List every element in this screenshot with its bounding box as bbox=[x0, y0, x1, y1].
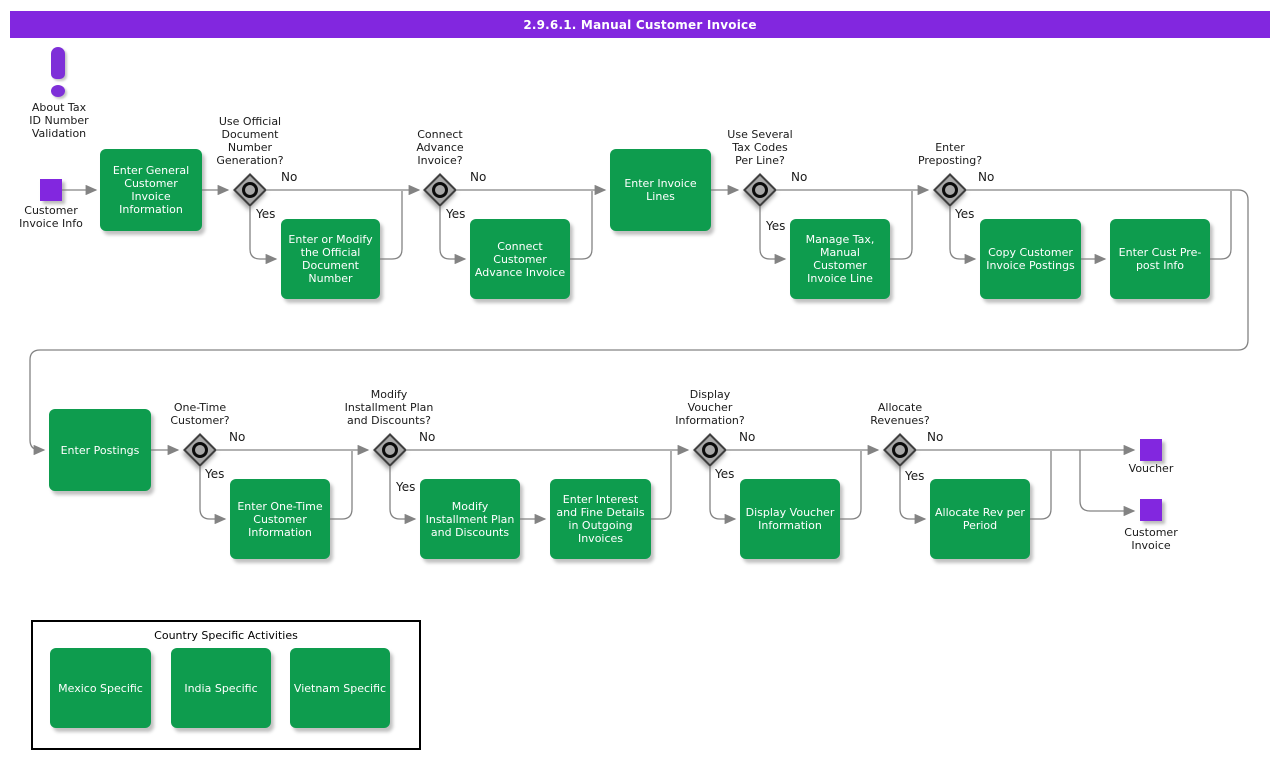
yes-label: Yes bbox=[955, 207, 975, 221]
connector bbox=[899, 467, 927, 525]
activity-enter-or-modify-official-document-number[interactable]: Enter or Modify the Official Document Nu… bbox=[281, 219, 380, 299]
connector bbox=[890, 191, 913, 260]
decision-question: Use Several Tax Codes Per Line? bbox=[727, 128, 793, 167]
exclamation-icon-dot[interactable] bbox=[51, 85, 65, 97]
decision-question: Modify Installment Plan and Discounts? bbox=[344, 388, 434, 427]
end-customer-invoice-node[interactable] bbox=[1140, 499, 1162, 521]
no-label: No bbox=[281, 170, 298, 184]
connector bbox=[1210, 191, 1232, 260]
decision-enter-preposting bbox=[933, 173, 967, 207]
no-label: No bbox=[927, 430, 944, 444]
end-customer-invoice-label: Customer Invoice bbox=[1124, 526, 1178, 552]
activity-enter-one-time-customer-information[interactable]: Enter One-Time Customer Information bbox=[230, 479, 330, 559]
activity-enter-interest-and-fine-details[interactable]: Enter Interest and Fine Details in Outgo… bbox=[550, 479, 651, 559]
yes-label: Yes bbox=[766, 219, 786, 233]
connector bbox=[570, 191, 593, 260]
decision-modify-installment-plan-and-discounts bbox=[373, 433, 407, 467]
exclamation-icon[interactable] bbox=[51, 47, 65, 79]
activity-display-voucher-information[interactable]: Display Voucher Information bbox=[740, 479, 840, 559]
circle-icon bbox=[382, 442, 398, 458]
activity-enter-cust-pre-post-info[interactable]: Enter Cust Pre- post Info bbox=[1110, 219, 1210, 299]
connector bbox=[709, 467, 737, 525]
yes-label: Yes bbox=[715, 467, 735, 481]
no-label: No bbox=[978, 170, 995, 184]
no-label: No bbox=[470, 170, 487, 184]
decision-question: Display Voucher Information? bbox=[675, 388, 745, 427]
circle-icon bbox=[192, 442, 208, 458]
no-label: No bbox=[419, 430, 436, 444]
activity-enter-postings[interactable]: Enter Postings bbox=[49, 409, 151, 491]
circle-icon bbox=[702, 442, 718, 458]
activity-copy-customer-invoice-postings[interactable]: Copy Customer Invoice Postings bbox=[980, 219, 1081, 299]
activity-manage-tax-manual-customer-invoice-line[interactable]: Manage Tax, Manual Customer Invoice Line bbox=[790, 219, 890, 299]
activity-mexico-specific[interactable]: Mexico Specific bbox=[50, 648, 151, 728]
connector bbox=[651, 451, 672, 520]
yes-label: Yes bbox=[396, 480, 416, 494]
start-customer-invoice-info-node[interactable] bbox=[40, 179, 62, 201]
circle-icon bbox=[242, 182, 258, 198]
diagram-title-bar: 2.9.6.1. Manual Customer Invoice bbox=[10, 11, 1270, 38]
connector bbox=[439, 207, 467, 265]
decision-question: One-Time Customer? bbox=[170, 401, 230, 427]
circle-icon bbox=[942, 182, 958, 198]
connector bbox=[1030, 451, 1052, 520]
connector bbox=[249, 207, 278, 265]
country-box-title: Country Specific Activities bbox=[154, 629, 298, 642]
activity-enter-invoice-lines[interactable]: Enter Invoice Lines bbox=[610, 149, 711, 231]
start-node-label: Customer Invoice Info bbox=[19, 204, 83, 230]
decision-display-voucher-information bbox=[693, 433, 727, 467]
connector bbox=[380, 191, 403, 260]
connector bbox=[949, 207, 977, 265]
decision-connect-advance-invoice bbox=[423, 173, 457, 207]
end-voucher-label: Voucher bbox=[1128, 462, 1174, 475]
decision-question: Allocate Revenues? bbox=[870, 401, 930, 427]
yes-label: Yes bbox=[446, 207, 466, 221]
yes-label: Yes bbox=[905, 469, 925, 483]
connector bbox=[840, 451, 862, 520]
circle-icon bbox=[752, 182, 768, 198]
circle-icon bbox=[892, 442, 908, 458]
no-label: No bbox=[229, 430, 246, 444]
activity-india-specific[interactable]: India Specific bbox=[171, 648, 271, 728]
connector bbox=[389, 467, 417, 525]
yes-label: Yes bbox=[205, 467, 225, 481]
no-label: No bbox=[791, 170, 808, 184]
connector bbox=[29, 189, 1249, 456]
decision-one-time-customer bbox=[183, 433, 217, 467]
activity-modify-installment-plan-and-discounts[interactable]: Modify Installment Plan and Discounts bbox=[420, 479, 520, 559]
circle-icon bbox=[432, 182, 448, 198]
yes-label: Yes bbox=[256, 207, 276, 221]
connector bbox=[199, 467, 227, 525]
info-note-label[interactable]: About Tax ID Number Validation bbox=[29, 101, 89, 140]
connector bbox=[330, 451, 353, 520]
decision-question: Enter Preposting? bbox=[917, 141, 983, 167]
decision-allocate-revenues bbox=[883, 433, 917, 467]
activity-vietnam-specific[interactable]: Vietnam Specific bbox=[290, 648, 390, 728]
no-label: No bbox=[739, 430, 756, 444]
decision-question: Connect Advance Invoice? bbox=[416, 128, 464, 167]
end-voucher-node[interactable] bbox=[1140, 439, 1162, 461]
decision-use-official-document-number-generation bbox=[233, 173, 267, 207]
decision-use-several-tax-codes-per-line bbox=[743, 173, 777, 207]
connector bbox=[1079, 450, 1136, 517]
activity-allocate-rev-per-period[interactable]: Allocate Rev per Period bbox=[930, 479, 1030, 559]
activity-enter-general-customer-invoice-information[interactable]: Enter General Customer Invoice Informati… bbox=[100, 149, 202, 231]
connector bbox=[759, 207, 787, 265]
activity-connect-customer-advance-invoice[interactable]: Connect Customer Advance Invoice bbox=[470, 219, 570, 299]
decision-question: Use Official Document Number Generation? bbox=[216, 115, 284, 167]
